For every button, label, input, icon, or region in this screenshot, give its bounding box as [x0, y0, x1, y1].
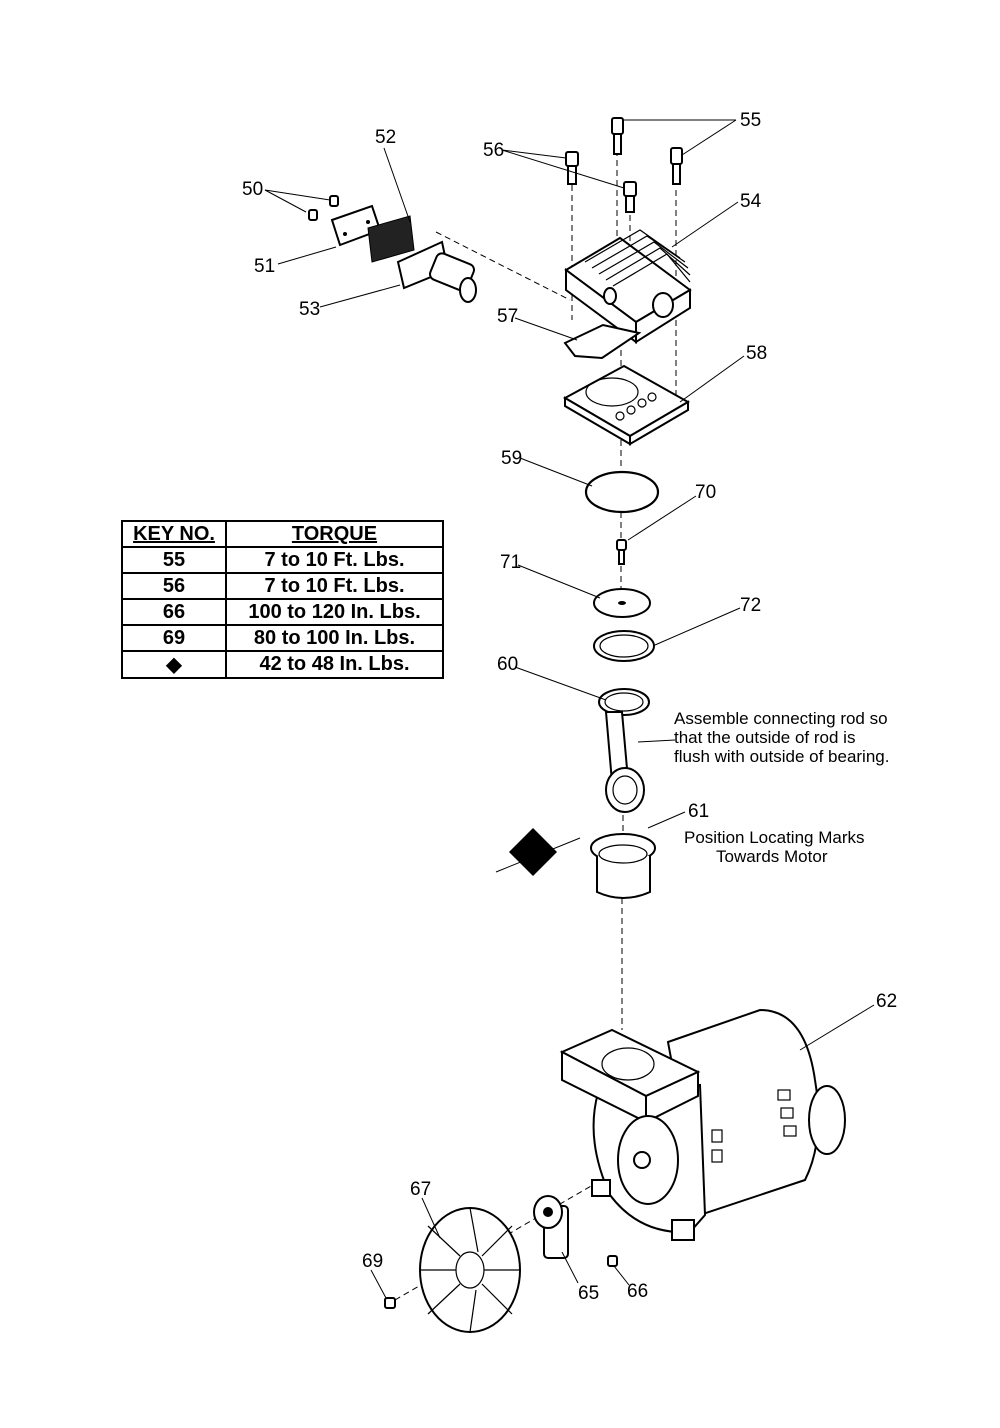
note-rod-line-1: Assemble connecting rod so	[674, 709, 888, 728]
eccentric-65	[533, 1195, 569, 1259]
note-rod-line-3: flush with outside of bearing.	[674, 747, 889, 766]
bearing-61	[590, 833, 656, 899]
washer-71	[593, 588, 651, 618]
callout-55: 55	[740, 110, 761, 131]
header-key-no: KEY NO.	[121, 520, 227, 548]
bolt-56	[565, 151, 637, 213]
gasket-57	[563, 323, 642, 360]
note-marks-line-2: Towards Motor	[716, 847, 828, 866]
torque-cell: 7 to 10 Ft. Lbs.	[225, 546, 444, 574]
filter-housing-53	[396, 240, 477, 303]
callout-58: 58	[746, 343, 767, 364]
bolt-55	[611, 117, 683, 185]
set-screw-66	[607, 1255, 618, 1267]
cylinder-head-54	[564, 229, 692, 344]
callout-56: 56	[483, 140, 504, 161]
callout-labels: 50 51 52 53 54 55 56 57 58 59 60 61 62 6…	[242, 110, 897, 1304]
callout-66: 66	[627, 1281, 648, 1302]
callout-52: 52	[375, 127, 396, 148]
torque-cell: 7 to 10 Ft. Lbs.	[225, 572, 444, 600]
screw-50	[308, 195, 339, 221]
leader-lines	[264, 119, 875, 1299]
note-marks-line-1: Position Locating Marks	[684, 828, 864, 847]
torque-cell: 42 to 48 In. Lbs.	[225, 650, 444, 679]
connecting-rod-60	[598, 688, 650, 813]
torque-cell: 80 to 100 In. Lbs.	[225, 624, 444, 652]
o-ring-59	[584, 470, 660, 514]
table-row: 69 80 to 100 In. Lbs.	[121, 624, 444, 652]
torque-table-header: KEY NO. TORQUE	[121, 520, 444, 548]
table-row: 66 100 to 120 In. Lbs.	[121, 598, 444, 626]
screw-70	[616, 539, 627, 565]
key-cell: 55	[121, 546, 227, 574]
callout-54: 54	[740, 191, 762, 212]
callout-50: 50	[242, 179, 263, 200]
header-torque: TORQUE	[225, 520, 444, 548]
key-cell: 56	[121, 572, 227, 600]
table-row: 56 7 to 10 Ft. Lbs.	[121, 572, 444, 600]
fan-67	[419, 1207, 521, 1333]
callout-71: 71	[500, 552, 521, 573]
callout-57: 57	[497, 306, 518, 327]
note-rod-line-2: that the outside of rod is	[674, 728, 855, 747]
callout-61: 61	[688, 801, 709, 822]
screw-69	[384, 1297, 396, 1309]
torque-table: KEY NO. TORQUE 55 7 to 10 Ft. Lbs. 56 7 …	[121, 520, 444, 679]
table-row: 55 7 to 10 Ft. Lbs.	[121, 546, 444, 574]
callout-59: 59	[501, 448, 522, 469]
callout-60: 60	[497, 654, 518, 675]
torque-diamond-marker	[495, 828, 581, 876]
valve-plate-58	[562, 364, 691, 446]
motor-62	[559, 1008, 846, 1241]
key-cell: 66	[121, 598, 227, 626]
callout-70: 70	[695, 482, 716, 503]
callout-51: 51	[254, 256, 275, 277]
callout-69: 69	[362, 1251, 383, 1272]
filter-52	[367, 215, 415, 263]
callout-72: 72	[740, 595, 761, 616]
torque-cell: 100 to 120 In. Lbs.	[225, 598, 444, 626]
callout-53: 53	[299, 299, 320, 320]
callout-67: 67	[410, 1179, 431, 1200]
table-row: ◆ 42 to 48 In. Lbs.	[121, 650, 444, 679]
cup-72	[593, 630, 655, 662]
key-cell-diamond: ◆	[121, 650, 227, 679]
callout-62: 62	[876, 991, 897, 1012]
callout-65: 65	[578, 1283, 599, 1304]
key-cell: 69	[121, 624, 227, 652]
assembly-notes: Assemble connecting rod so that the outs…	[674, 709, 889, 866]
